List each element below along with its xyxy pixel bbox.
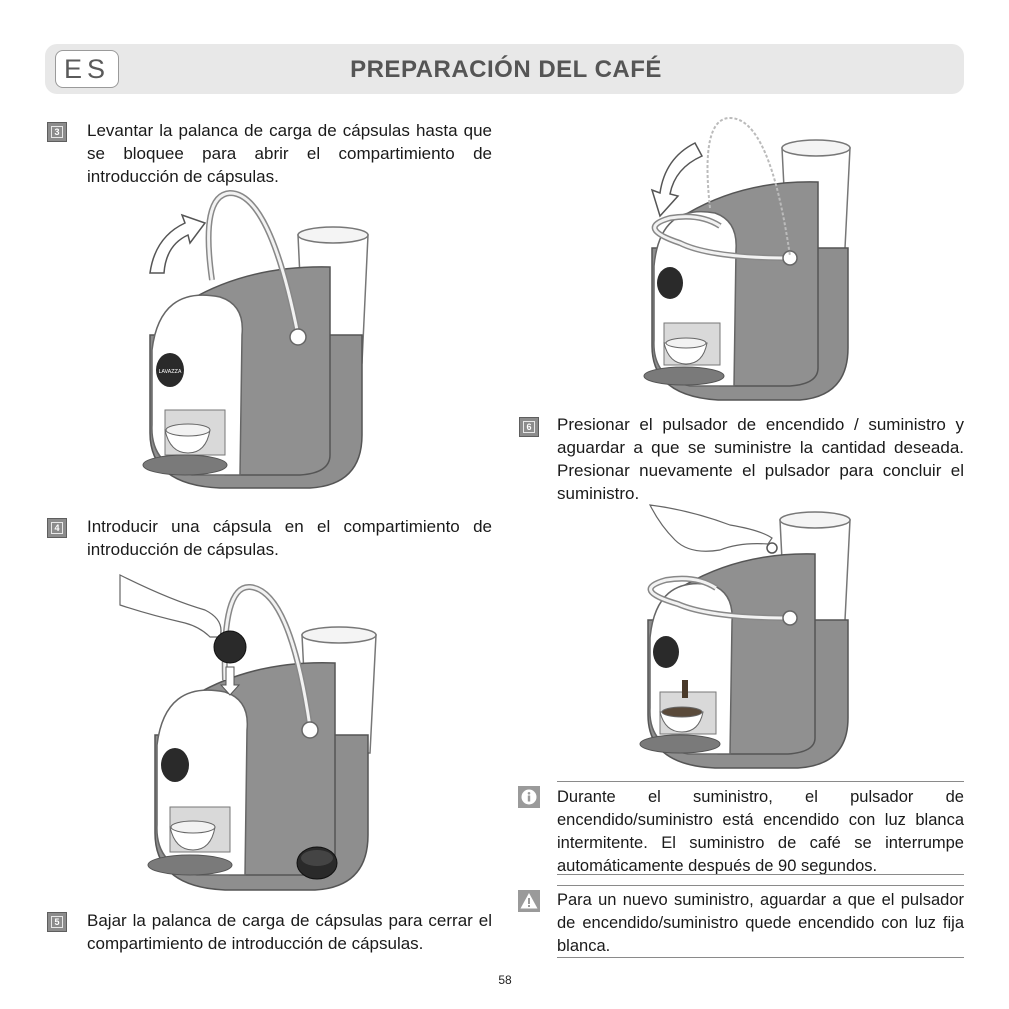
divider	[557, 885, 964, 886]
illustration-lever-lowered	[643, 116, 851, 401]
step-4-text: Introducir una cápsula en el compartimie…	[87, 517, 492, 559]
warning-icon	[518, 890, 540, 912]
step-number-badge: 4	[47, 518, 67, 538]
step-5-text: Bajar la palanca de carga de cápsulas pa…	[87, 911, 492, 953]
illustration-insert-capsule	[119, 574, 377, 891]
info-icon	[518, 786, 540, 808]
language-badge: ES	[55, 50, 119, 88]
page-title: PREPARACIÓN DEL CAFÉ	[350, 56, 662, 83]
section-header-bar	[45, 44, 964, 94]
step-number-badge: 6	[519, 417, 539, 437]
divider	[557, 781, 964, 782]
page-number: 58	[498, 973, 512, 987]
divider	[557, 874, 964, 875]
warning-note-text: Para un nuevo suministro, aguardar a que…	[557, 891, 964, 955]
info-note-text: Durante el suministro, el pulsador de en…	[557, 788, 964, 875]
step-6-text: Presionar el pulsador de encendido / sum…	[557, 415, 964, 503]
step-number-badge: 5	[47, 912, 67, 932]
illustration-lever-raised: LAVAZZA	[142, 189, 369, 489]
step-3-text: Levantar la palanca de carga de cápsulas…	[87, 121, 492, 186]
divider	[557, 957, 964, 958]
step-number-badge: 3	[47, 122, 67, 142]
brand-logo: LAVAZZA	[159, 369, 182, 375]
illustration-press-button	[639, 504, 851, 769]
